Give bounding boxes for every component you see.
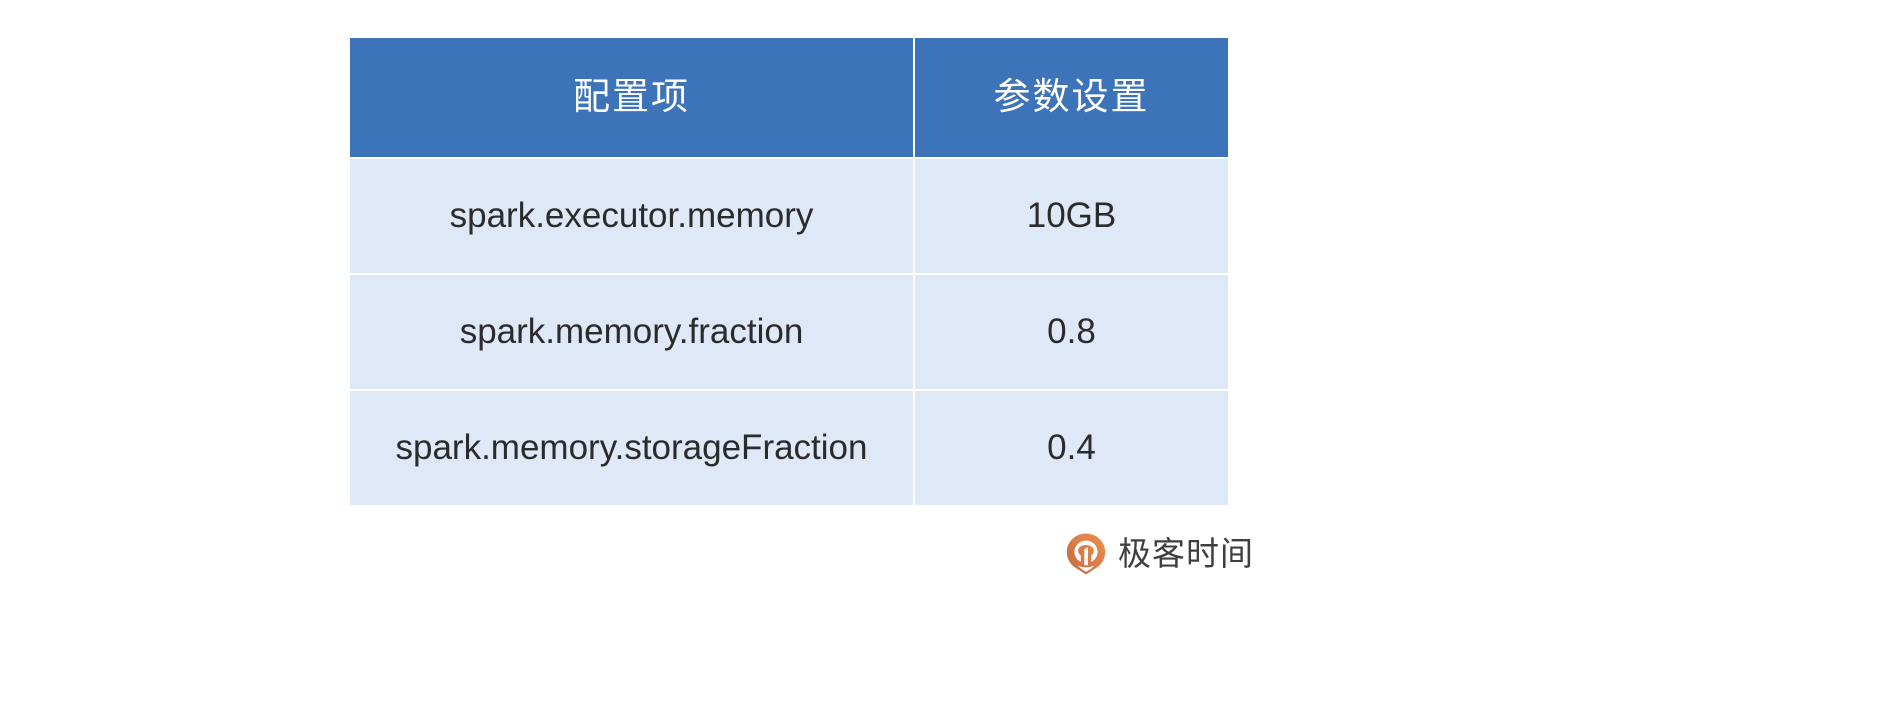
- table-row: spark.executor.memory 10GB: [350, 157, 1228, 274]
- brand-logo: 极客时间: [1064, 530, 1254, 578]
- table-row: spark.memory.fraction 0.8: [350, 273, 1228, 390]
- column-header-parameter-setting: 参数设置: [914, 38, 1228, 158]
- cell-parameter-setting: 10GB: [914, 157, 1228, 274]
- table-header-row: 配置项 参数设置: [350, 38, 1228, 158]
- cell-config-item: spark.executor.memory: [350, 157, 915, 274]
- cell-config-item: spark.memory.storageFraction: [350, 389, 915, 505]
- column-header-config-item: 配置项: [350, 38, 915, 158]
- cell-config-item: spark.memory.fraction: [350, 273, 915, 390]
- cell-parameter-setting: 0.4: [914, 389, 1228, 505]
- spark-config-table: 配置项 参数设置 spark.executor.memory 10GB spar…: [350, 38, 1228, 505]
- brand-name-label: 极客时间: [1118, 535, 1254, 572]
- table-header: 配置项 参数设置: [350, 38, 1228, 158]
- geektime-q-logo-icon: [1066, 533, 1106, 575]
- table-row: spark.memory.storageFraction 0.4: [350, 389, 1228, 505]
- table-body: spark.executor.memory 10GB spark.memory.…: [350, 157, 1228, 505]
- cell-parameter-setting: 0.8: [914, 273, 1228, 390]
